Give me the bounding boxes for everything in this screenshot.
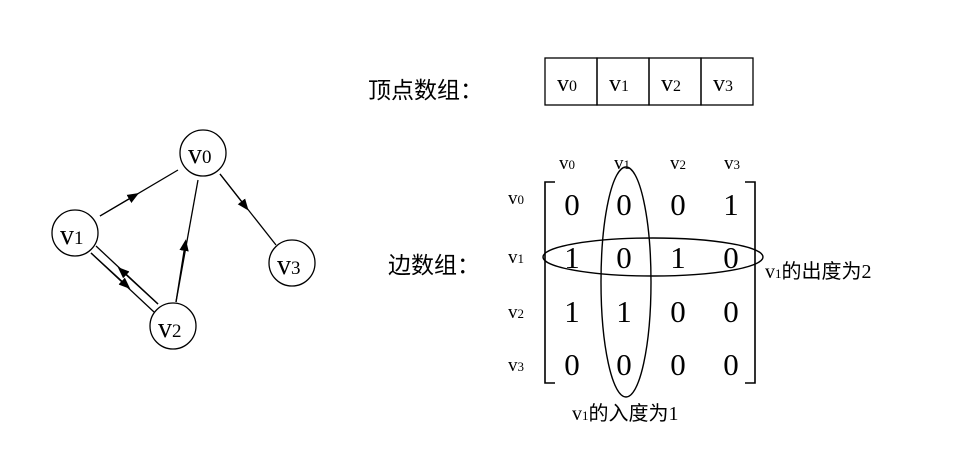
col-header-v2: v2	[670, 153, 686, 174]
node-v2	[149, 302, 197, 350]
vertex-array-v1: v1	[609, 71, 629, 97]
directed-graph	[51, 129, 316, 350]
edge-v2-v0-arrow	[175, 239, 189, 303]
row-v1-highlight-ellipse	[542, 237, 764, 277]
matrix-cell: 0	[670, 187, 686, 222]
out-degree-annotation: v1的出度为2	[765, 260, 872, 283]
edge-array-label: 边数组：	[388, 253, 480, 278]
in-degree-annotation: v1的入度为1	[572, 402, 679, 425]
matrix-left-bracket	[544, 181, 555, 384]
vertex-array-v2: v2	[661, 71, 681, 97]
node-v0-label: v0	[188, 139, 212, 170]
vertex-array-v0: v0	[557, 71, 577, 97]
matrix-cell: 0	[670, 294, 686, 329]
node-v3	[268, 239, 316, 287]
edge-v1-v2-arrow	[90, 252, 131, 289]
matrix-cell: 0	[564, 187, 580, 222]
edge-v2-v1-arrow	[117, 267, 159, 305]
node-v0	[179, 129, 227, 177]
matrix-cell: 0	[616, 347, 632, 382]
column-v1-highlight-ellipse	[600, 166, 652, 398]
matrix-right-bracket	[745, 181, 756, 384]
node-v2-label: v2	[158, 313, 182, 344]
vertex-array	[544, 57, 754, 106]
matrix-cell: 0	[723, 294, 739, 329]
col-header-v0: v0	[559, 153, 575, 174]
vertex-array-label: 顶点数组：	[368, 78, 483, 103]
matrix-cell: 0	[616, 187, 632, 222]
adjacency-matrix: 0 0 0 1 1 0 1 0 1 1 0 0 0 0 0 0	[564, 187, 739, 382]
matrix-cell: 0	[723, 347, 739, 382]
matrix-cell: 0	[564, 347, 580, 382]
row-header-v1: v1	[508, 247, 524, 268]
matrix-cell: 1	[564, 240, 580, 275]
matrix-cell: 0	[723, 240, 739, 275]
matrix-cell: 1	[723, 187, 739, 222]
node-v1	[51, 209, 99, 257]
row-header-v3: v3	[508, 355, 524, 376]
edge-v1-v0-arrow	[99, 193, 140, 217]
col-header-v1: v1	[614, 153, 630, 174]
matrix-cell: 1	[670, 240, 686, 275]
vertex-array-v3: v3	[713, 71, 733, 97]
matrix-cell: 1	[564, 294, 580, 329]
matrix-cell: 1	[616, 294, 632, 329]
node-v1-label: v1	[60, 220, 84, 251]
col-header-v3: v3	[724, 153, 740, 174]
edge-v0-v3-arrow	[219, 173, 249, 211]
vertex-array-cell-3	[700, 57, 754, 106]
row-header-v2: v2	[508, 302, 524, 323]
row-header-v0: v0	[508, 188, 524, 209]
node-v3-label: v3	[277, 250, 301, 281]
matrix-cell: 0	[670, 347, 686, 382]
matrix-cell: 0	[616, 240, 632, 275]
